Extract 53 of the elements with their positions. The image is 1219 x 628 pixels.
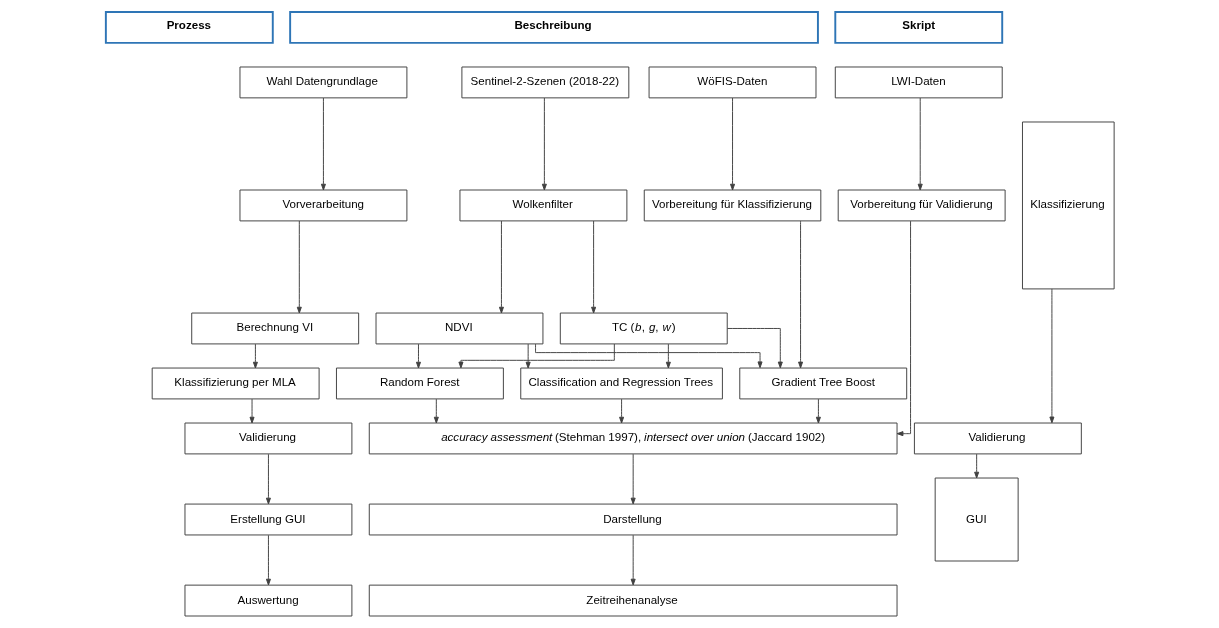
node-box: Sentinel-2-Szenen (2018-22): [460, 66, 629, 99]
node-box: Erstellung GUI: [184, 503, 352, 536]
node-box: NDVI: [375, 312, 543, 345]
arrow: [534, 343, 763, 369]
node-box: Random Forest: [335, 367, 504, 400]
node-box: Wolkenfilter: [458, 189, 627, 222]
arrow: [618, 398, 624, 424]
arrow: [815, 398, 821, 424]
arrow: [433, 398, 439, 424]
arrow: [917, 97, 923, 191]
arrow: [630, 453, 636, 505]
arrow: [320, 97, 326, 191]
arrow: [729, 97, 735, 191]
node-box: Validierung: [913, 422, 1082, 455]
arrow: [590, 220, 596, 314]
node-box: Auswertung: [184, 584, 352, 617]
arrow: [265, 534, 271, 586]
node-box: Klassifizierung: [1021, 121, 1115, 290]
arrow: [973, 453, 979, 479]
arrow: [797, 220, 803, 369]
arrow: [525, 343, 531, 369]
node-box: Vorverarbeitung: [239, 189, 407, 222]
node-box: Classification and Regression Trees: [519, 367, 723, 400]
arrow: [249, 398, 255, 424]
node-box: Gradient Tree Boost: [738, 367, 907, 400]
node-box: Prozess: [104, 11, 274, 44]
arrow: [457, 343, 615, 369]
arrow: [1048, 288, 1054, 424]
arrow: [252, 343, 258, 369]
arrow: [265, 453, 271, 505]
arrow: [896, 220, 911, 437]
node-box: Vorbereitung für Validierung: [837, 189, 1006, 222]
arrow: [498, 220, 504, 314]
node-box: LWI-Daten: [834, 66, 1003, 99]
node-box: Zeitreihenanalyse: [368, 584, 898, 617]
arrow: [296, 220, 302, 314]
node-box: accuracy assessment (Stehman 1997), intersect over union (Jaccard 1902): [368, 422, 898, 455]
node-box: GUI: [934, 477, 1019, 562]
arrow: [630, 534, 636, 586]
node-box: Klassifizierung per MLA: [151, 367, 320, 400]
node-box: Validierung: [184, 422, 352, 455]
node-box: Wahl Datengrundlage: [239, 66, 407, 99]
node-box: Vorbereitung für Klassifizierung: [643, 189, 821, 222]
arrow: [726, 328, 783, 369]
node-box: Darstellung: [368, 503, 898, 536]
arrow: [415, 343, 421, 369]
node-box: Berechnung VI: [190, 312, 359, 345]
node-box: WöFIS-Daten: [648, 66, 816, 99]
node-box: Skript: [833, 11, 1003, 44]
arrow: [541, 97, 547, 191]
arrow: [665, 343, 671, 369]
node-box: TC (b, g, w): [559, 312, 728, 345]
node-box: Beschreibung: [288, 11, 819, 44]
